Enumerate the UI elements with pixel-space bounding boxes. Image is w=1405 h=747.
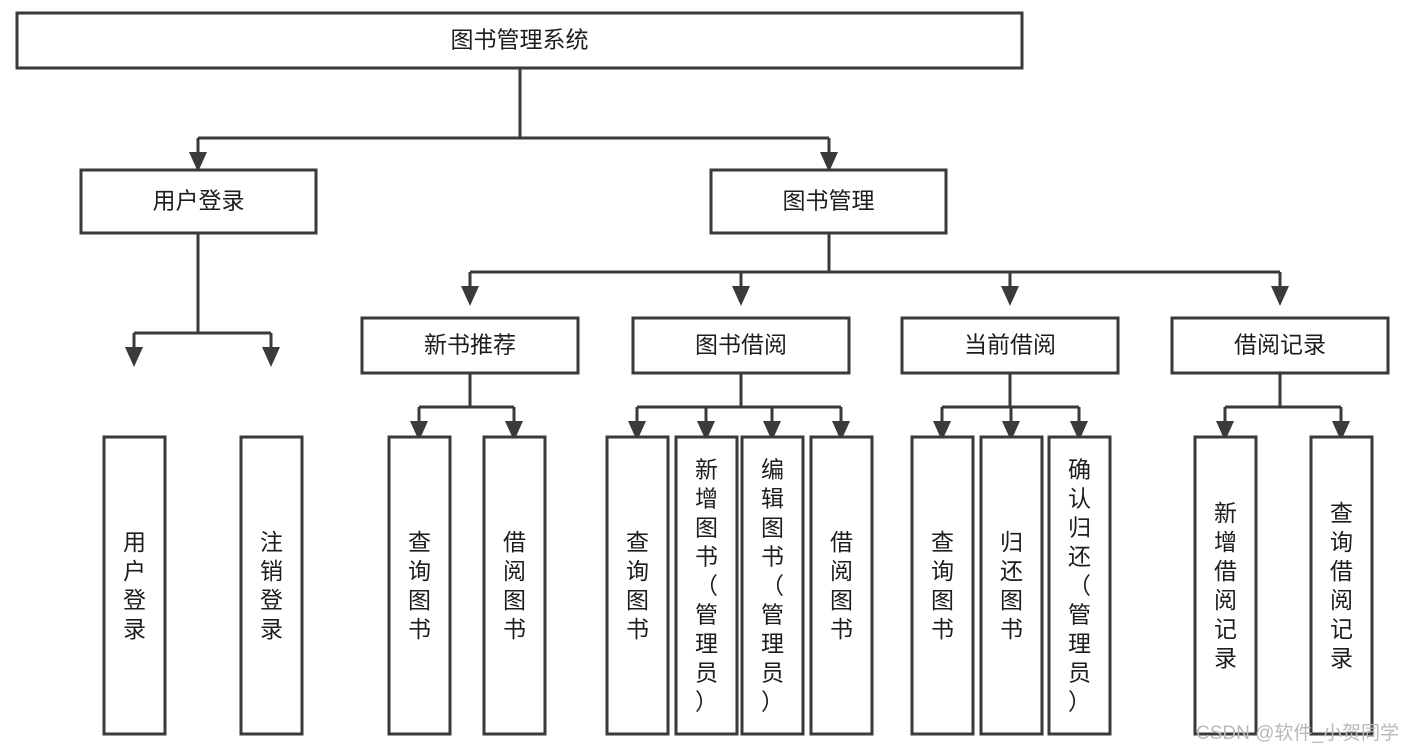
node-box (979, 435, 1044, 736)
node-box (1047, 435, 1112, 736)
node-label: 图书管理 (783, 188, 875, 214)
node-leaf-return-book[interactable]: 归还图书 (979, 435, 1044, 736)
node-label: 当前借阅 (964, 332, 1056, 358)
arrow-head-icon (461, 286, 479, 306)
node-box (709, 168, 948, 235)
node-root[interactable]: 图书管理系统 (15, 11, 1024, 70)
nodes-layer: 图书管理系统用户登录图书管理新书推荐图书借阅当前借阅借阅记录用户登录注销登录查询… (15, 11, 1390, 736)
node-box (482, 435, 547, 736)
node-box (674, 435, 739, 736)
node-leaf-logout-login[interactable]: 注销登录 (239, 435, 304, 736)
node-box (360, 316, 580, 375)
connector-current-borrow-bus (933, 373, 1088, 441)
node-label: 查询图书 (408, 529, 431, 642)
node-label: 用户登录 (153, 188, 245, 214)
connector-user-login-bus (125, 233, 280, 367)
node-leaf-edit-book-admin[interactable]: 编辑图书（管理员） (740, 435, 805, 736)
node-box (631, 316, 851, 375)
arrow-head-icon (628, 421, 646, 441)
node-leaf-query-borrow-record[interactable]: 查询借阅记录 (1309, 435, 1374, 736)
arrow-head-icon (410, 421, 428, 441)
connector-new-book-bus (410, 373, 523, 441)
node-box (740, 435, 805, 736)
node-new-book-recommend[interactable]: 新书推荐 (360, 316, 580, 375)
node-box (605, 435, 670, 736)
connectors-layer (125, 68, 1350, 441)
node-label: 新增图书（管理员） (695, 457, 718, 715)
node-label: 借阅图书 (830, 529, 853, 642)
node-box (809, 435, 874, 736)
node-label: 确认归还（管理员） (1068, 457, 1091, 715)
node-label: 新增借阅记录 (1214, 500, 1237, 671)
arrow-head-icon (732, 286, 750, 306)
connector-root-bus (189, 68, 838, 172)
node-box (79, 168, 318, 235)
node-label: 查询图书 (931, 529, 954, 642)
node-label: 编辑图书（管理员） (761, 457, 784, 715)
node-leaf-add-book-admin[interactable]: 新增图书（管理员） (674, 435, 739, 736)
arrow-head-icon (505, 421, 523, 441)
arrow-head-icon (763, 421, 781, 441)
node-box (239, 435, 304, 736)
node-label: 查询借阅记录 (1330, 500, 1353, 671)
node-box (1170, 316, 1390, 375)
node-box (387, 435, 452, 736)
node-box (15, 11, 1024, 70)
node-leaf-confirm-return-admin[interactable]: 确认归还（管理员） (1047, 435, 1112, 736)
node-leaf-query-book-2[interactable]: 查询图书 (605, 435, 670, 736)
node-user-login[interactable]: 用户登录 (79, 168, 318, 235)
node-leaf-add-borrow-record[interactable]: 新增借阅记录 (1193, 435, 1258, 736)
node-label: 归还图书 (1000, 529, 1023, 642)
arrow-head-icon (189, 152, 207, 172)
arrow-head-icon (1332, 421, 1350, 441)
arrow-head-icon (820, 152, 838, 172)
arrow-head-icon (1001, 286, 1019, 306)
node-label: 借阅图书 (503, 529, 526, 642)
arrow-head-icon (1271, 286, 1289, 306)
arrow-head-icon (262, 347, 280, 367)
node-leaf-query-book-1[interactable]: 查询图书 (387, 435, 452, 736)
node-label: 新书推荐 (424, 332, 516, 358)
node-current-borrow[interactable]: 当前借阅 (900, 316, 1120, 375)
arrow-head-icon (1216, 421, 1234, 441)
connector-borrow-record-bus (1216, 373, 1350, 441)
node-label: 用户登录 (123, 529, 146, 642)
arrow-head-icon (1070, 421, 1088, 441)
node-borrow-record[interactable]: 借阅记录 (1170, 316, 1390, 375)
connector-book-borrow-bus (628, 373, 850, 441)
arrow-head-icon (1002, 421, 1020, 441)
node-label: 查询图书 (626, 529, 649, 642)
node-label: 借阅记录 (1234, 332, 1326, 358)
node-box (900, 316, 1120, 375)
node-box (1193, 435, 1258, 736)
node-label: 图书借阅 (695, 332, 787, 358)
node-leaf-query-book-3[interactable]: 查询图书 (910, 435, 975, 736)
node-box (102, 435, 167, 736)
connector-book-manage-bus (461, 233, 1289, 306)
node-box (910, 435, 975, 736)
node-box (1309, 435, 1374, 736)
node-book-manage[interactable]: 图书管理 (709, 168, 948, 235)
node-leaf-borrow-book-2[interactable]: 借阅图书 (809, 435, 874, 736)
arrow-head-icon (933, 421, 951, 441)
node-leaf-user-login[interactable]: 用户登录 (102, 435, 167, 736)
node-book-borrow[interactable]: 图书借阅 (631, 316, 851, 375)
arrow-head-icon (125, 347, 143, 367)
node-label: 图书管理系统 (451, 27, 589, 53)
node-leaf-borrow-book-1[interactable]: 借阅图书 (482, 435, 547, 736)
arrow-head-icon (832, 421, 850, 441)
node-label: 注销登录 (260, 529, 283, 642)
arrow-head-icon (697, 421, 715, 441)
